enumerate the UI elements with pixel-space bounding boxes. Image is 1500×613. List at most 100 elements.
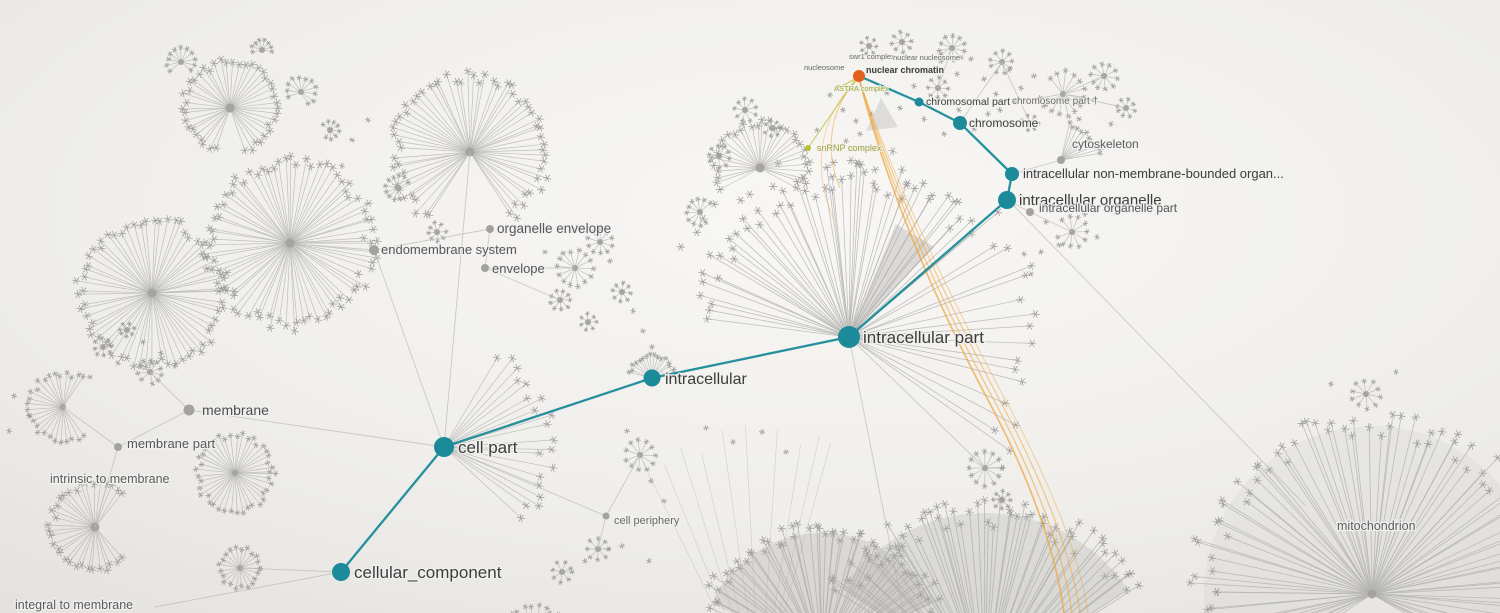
cluster-fan[interactable] xyxy=(936,32,968,63)
cluster-core-node[interactable] xyxy=(619,289,625,295)
cluster-fan[interactable] xyxy=(859,35,879,56)
cluster-fan[interactable] xyxy=(822,159,976,338)
term-label-cell-periphery[interactable]: cell periphery xyxy=(613,514,681,529)
cluster-fan[interactable] xyxy=(24,369,87,446)
graph-node-intracellular[interactable] xyxy=(643,369,661,387)
cluster-fan[interactable] xyxy=(1037,67,1088,120)
cluster-fan[interactable] xyxy=(249,37,275,55)
node-label-chromosome[interactable]: chromosome xyxy=(968,115,1040,132)
cluster-fan[interactable] xyxy=(134,357,165,387)
term-label-mitochondrion[interactable]: mitochondrion xyxy=(1336,518,1417,535)
cluster-core-node[interactable] xyxy=(697,209,703,215)
cluster-core-node[interactable] xyxy=(742,107,748,113)
cluster-fan[interactable] xyxy=(683,196,714,229)
graph-node-intracellular-organelle[interactable] xyxy=(998,191,1016,209)
term-label-snrnp-complex[interactable]: snRNP complex xyxy=(816,142,883,154)
cluster-core-node[interactable] xyxy=(559,569,565,575)
cluster-fan[interactable] xyxy=(192,430,279,516)
term-label-nucleosome[interactable]: nucleosome xyxy=(803,62,845,73)
cluster-fan[interactable] xyxy=(92,335,114,358)
cluster-core-node[interactable] xyxy=(259,47,265,53)
cluster-fan[interactable] xyxy=(1054,213,1090,250)
graph-node-intracellular-nmb-organelle[interactable] xyxy=(1005,167,1019,181)
node-label-nuclear-chromatin[interactable]: nuclear chromatin xyxy=(865,64,945,76)
cluster-core-node[interactable] xyxy=(769,125,775,131)
cluster-core-node[interactable] xyxy=(225,103,235,113)
node-label-cell-part[interactable]: cell part xyxy=(457,437,519,459)
graph-node-gray[interactable] xyxy=(183,404,195,416)
cluster-fan[interactable] xyxy=(1349,378,1384,412)
graph-node-gray[interactable] xyxy=(1057,156,1065,164)
cluster-fan[interactable] xyxy=(1186,410,1500,613)
node-label-cellular-component[interactable]: cellular_component xyxy=(353,562,503,584)
cluster-fan[interactable] xyxy=(732,96,759,124)
cluster-core-node[interactable] xyxy=(285,238,295,248)
cluster-fan[interactable] xyxy=(1114,96,1138,119)
cluster-fan[interactable] xyxy=(1060,119,1104,161)
graph-node-gray[interactable] xyxy=(1026,208,1034,216)
cluster-fan[interactable] xyxy=(197,151,382,336)
graph-node-lime[interactable] xyxy=(805,145,811,151)
graph-node-gray[interactable] xyxy=(486,225,494,233)
graph-node-gray[interactable] xyxy=(369,245,379,255)
cluster-fan[interactable] xyxy=(925,75,951,100)
cluster-core-node[interactable] xyxy=(147,288,157,298)
graph-node-intracellular-part[interactable] xyxy=(838,326,860,348)
cluster-core-node[interactable] xyxy=(178,59,184,65)
graph-node-lime[interactable] xyxy=(835,85,841,91)
cluster-fan[interactable] xyxy=(610,280,634,304)
term-label-integral-to-membrane[interactable]: integral to membrane xyxy=(14,597,135,613)
cluster-fan[interactable] xyxy=(388,67,552,223)
term-label-nuclear-nucleosome[interactable]: nuclear nucleosome xyxy=(892,52,961,63)
cluster-fan[interactable] xyxy=(584,227,615,256)
graph-node-gray[interactable] xyxy=(481,264,489,272)
graph-node-gray[interactable] xyxy=(602,512,610,520)
term-label-endomembrane-system[interactable]: endomembrane system xyxy=(380,241,518,259)
graph-node-cellular-component[interactable] xyxy=(332,563,350,581)
cluster-fan[interactable] xyxy=(284,75,319,107)
cluster-fan[interactable] xyxy=(623,436,659,473)
cluster-core-node[interactable] xyxy=(232,470,238,476)
cluster-core-node[interactable] xyxy=(298,89,304,95)
cluster-fan[interactable] xyxy=(320,118,342,142)
cluster-core-node[interactable] xyxy=(124,327,130,333)
cluster-core-node[interactable] xyxy=(755,163,765,173)
cluster-fan[interactable] xyxy=(579,311,599,333)
term-label-intrinsic-to-membrane[interactable]: intrinsic to membrane xyxy=(49,471,171,488)
cluster-fan[interactable] xyxy=(178,55,283,155)
term-label-chromosome-part[interactable]: chromosome part † xyxy=(1011,95,1099,108)
term-label-membrane[interactable]: membrane xyxy=(201,401,271,420)
node-label-intracellular[interactable]: intracellular xyxy=(664,370,749,390)
term-label-intracellular-organelle-part[interactable]: intracellular organelle part xyxy=(1038,200,1179,217)
node-label-intracellular-nmb-organelle[interactable]: intracellular non-membrane-bounded organ… xyxy=(1022,165,1285,183)
term-label-cytoskeleton[interactable]: cytoskeleton xyxy=(1071,136,1140,153)
graph-node-chromosomal-part[interactable] xyxy=(914,97,924,107)
node-label-intracellular-part[interactable]: intracellular part xyxy=(862,327,986,349)
cluster-core-node[interactable] xyxy=(1363,391,1369,397)
term-label-organelle-envelope[interactable]: organelle envelope xyxy=(496,220,613,238)
cluster-fan[interactable] xyxy=(626,351,677,379)
cluster-core-node[interactable] xyxy=(395,185,401,191)
term-label-swr1-complex[interactable]: swr1 complex xyxy=(848,51,896,62)
cluster-fan[interactable] xyxy=(889,29,915,55)
cluster-core-node[interactable] xyxy=(585,319,591,325)
cluster-fan[interactable] xyxy=(696,177,850,338)
term-label-envelope[interactable]: envelope xyxy=(491,260,546,278)
cluster-fan[interactable] xyxy=(550,559,575,586)
node-label-intracellular-organelle[interactable]: intracellular organelle xyxy=(1018,191,1163,211)
graph-node-chromosome[interactable] xyxy=(953,116,967,130)
cluster-fan[interactable] xyxy=(707,115,814,194)
cluster-fan[interactable] xyxy=(762,118,783,139)
cluster-fan[interactable] xyxy=(71,214,232,371)
cluster-fan[interactable] xyxy=(163,44,199,74)
cluster-fan[interactable] xyxy=(382,172,412,203)
term-label-membrane-part[interactable]: membrane part xyxy=(126,435,217,453)
cluster-core-node[interactable] xyxy=(597,239,603,245)
cluster-fan[interactable] xyxy=(117,321,137,339)
cluster-fan[interactable] xyxy=(966,448,1006,490)
graph-node-nuclear-chromatin[interactable] xyxy=(853,70,865,82)
cluster-core-node[interactable] xyxy=(100,344,106,350)
graph-node-cell-part[interactable] xyxy=(434,437,454,457)
